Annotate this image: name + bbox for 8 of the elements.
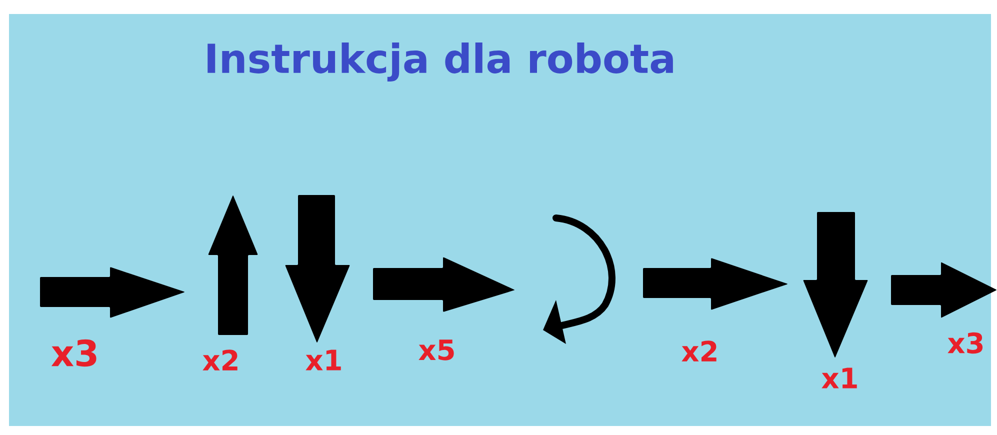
repeat-count: x2 [202, 350, 238, 370]
repeat-count: x5 [418, 340, 454, 360]
repeat-count: x1 [822, 368, 857, 388]
repeat-count: x1 [306, 350, 341, 370]
repeat-count: x2 [682, 340, 716, 362]
repeat-count: x3 [51, 339, 96, 367]
title: Instrukcja dla robota [208, 42, 673, 82]
repeat-count: x3 [948, 332, 983, 354]
